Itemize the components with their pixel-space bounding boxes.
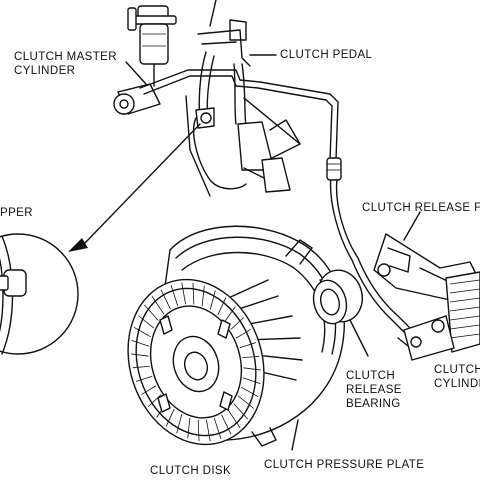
- disk-friction-segment: [237, 395, 254, 409]
- disk-friction-segment: [205, 419, 211, 442]
- disk-friction-segment: [213, 417, 222, 440]
- master-cylinder-label-line1: CLUTCH MASTER: [14, 51, 117, 63]
- disk-friction-segment: [151, 296, 165, 315]
- clutch-pressure-plate-label: CLUTCH PRESSURE PLATE: [264, 459, 425, 471]
- disk-friction-segment: [227, 409, 241, 428]
- disk-friction-segment: [239, 342, 257, 349]
- slave-cylinder-rib: [449, 279, 480, 285]
- disk-friction-segment: [132, 365, 150, 369]
- disk-friction-segment: [131, 339, 150, 347]
- stopper-label: PPER: [0, 207, 33, 219]
- slave-cylinder-rib: [449, 306, 480, 312]
- release-bearing-label-line1: CLUTCH: [346, 370, 396, 382]
- disk-friction-segment: [230, 317, 245, 330]
- disk-friction-segment: [242, 377, 261, 385]
- disk-friction-segment: [133, 327, 151, 338]
- clutch-slave-cylinder-label: CLUTCH CYLINDE: [434, 363, 480, 391]
- disk-friction-segment: [201, 285, 205, 307]
- disk-friction-segment: [224, 306, 236, 322]
- clutch-master-cylinder-label: CLUTCH MASTER CYLINDER: [14, 50, 117, 78]
- slave-cylinder-label-line2: CYLINDE: [434, 378, 480, 390]
- disk-friction-segment: [141, 385, 157, 395]
- clutch-pedal-label: CLUTCH PEDAL: [280, 49, 373, 61]
- disk-friction-segment: [144, 304, 159, 321]
- disk-friction-segment: [147, 394, 162, 407]
- disk-friction-segment: [176, 414, 183, 434]
- stopper-detail-drawing: [0, 233, 79, 355]
- slave-cylinder-rib: [449, 324, 480, 330]
- disk-friction-segment: [233, 403, 248, 420]
- disk-friction-segment: [135, 375, 153, 382]
- disk-friction-segment: [131, 353, 149, 357]
- disk-friction-segment: [241, 386, 259, 397]
- disk-friction-segment: [217, 297, 227, 316]
- disk-friction-segment: [235, 329, 251, 339]
- clutch-slave-cylinder-drawing: [397, 271, 480, 361]
- clutch-pedal-drawing: [185, 0, 301, 197]
- clutch-disk-drawing: [127, 278, 265, 446]
- clutch-master-cylinder-drawing: [113, 5, 177, 115]
- clutch-release-fork-label: CLUTCH RELEASE F: [362, 202, 480, 214]
- disk-friction-segment: [170, 284, 179, 307]
- release-bearing-label-line2: RELEASE: [346, 384, 402, 396]
- clutch-release-bearing-label: CLUTCH RELEASE BEARING: [346, 369, 402, 411]
- slave-cylinder-rib: [449, 297, 480, 303]
- disk-friction-segment: [192, 282, 195, 305]
- hydraulic-line-drawing: [139, 69, 411, 333]
- disk-friction-segment: [221, 414, 232, 435]
- disk-friction-segment: [138, 315, 155, 329]
- master-cylinder-label-line2: CYLINDER: [14, 65, 76, 77]
- slave-cylinder-rib: [449, 315, 480, 321]
- disk-friction-segment: [165, 408, 175, 427]
- slave-cylinder-rib: [449, 333, 480, 339]
- disk-friction-segment: [197, 419, 200, 442]
- disk-friction-segment: [160, 289, 171, 310]
- disk-friction-segment: [187, 417, 191, 439]
- disk-friction-segment: [209, 290, 216, 310]
- clutch-release-bearing-drawing: [312, 269, 363, 325]
- disk-friction-segment: [243, 367, 261, 371]
- release-bearing-label-line3: BEARING: [346, 398, 401, 410]
- slave-cylinder-rib: [449, 288, 480, 294]
- disk-friction-segment: [242, 355, 260, 359]
- disk-friction-segment: [181, 282, 187, 305]
- clutch-disk-label: CLUTCH DISK: [150, 465, 232, 477]
- slave-cylinder-label-line1: CLUTCH: [434, 364, 480, 376]
